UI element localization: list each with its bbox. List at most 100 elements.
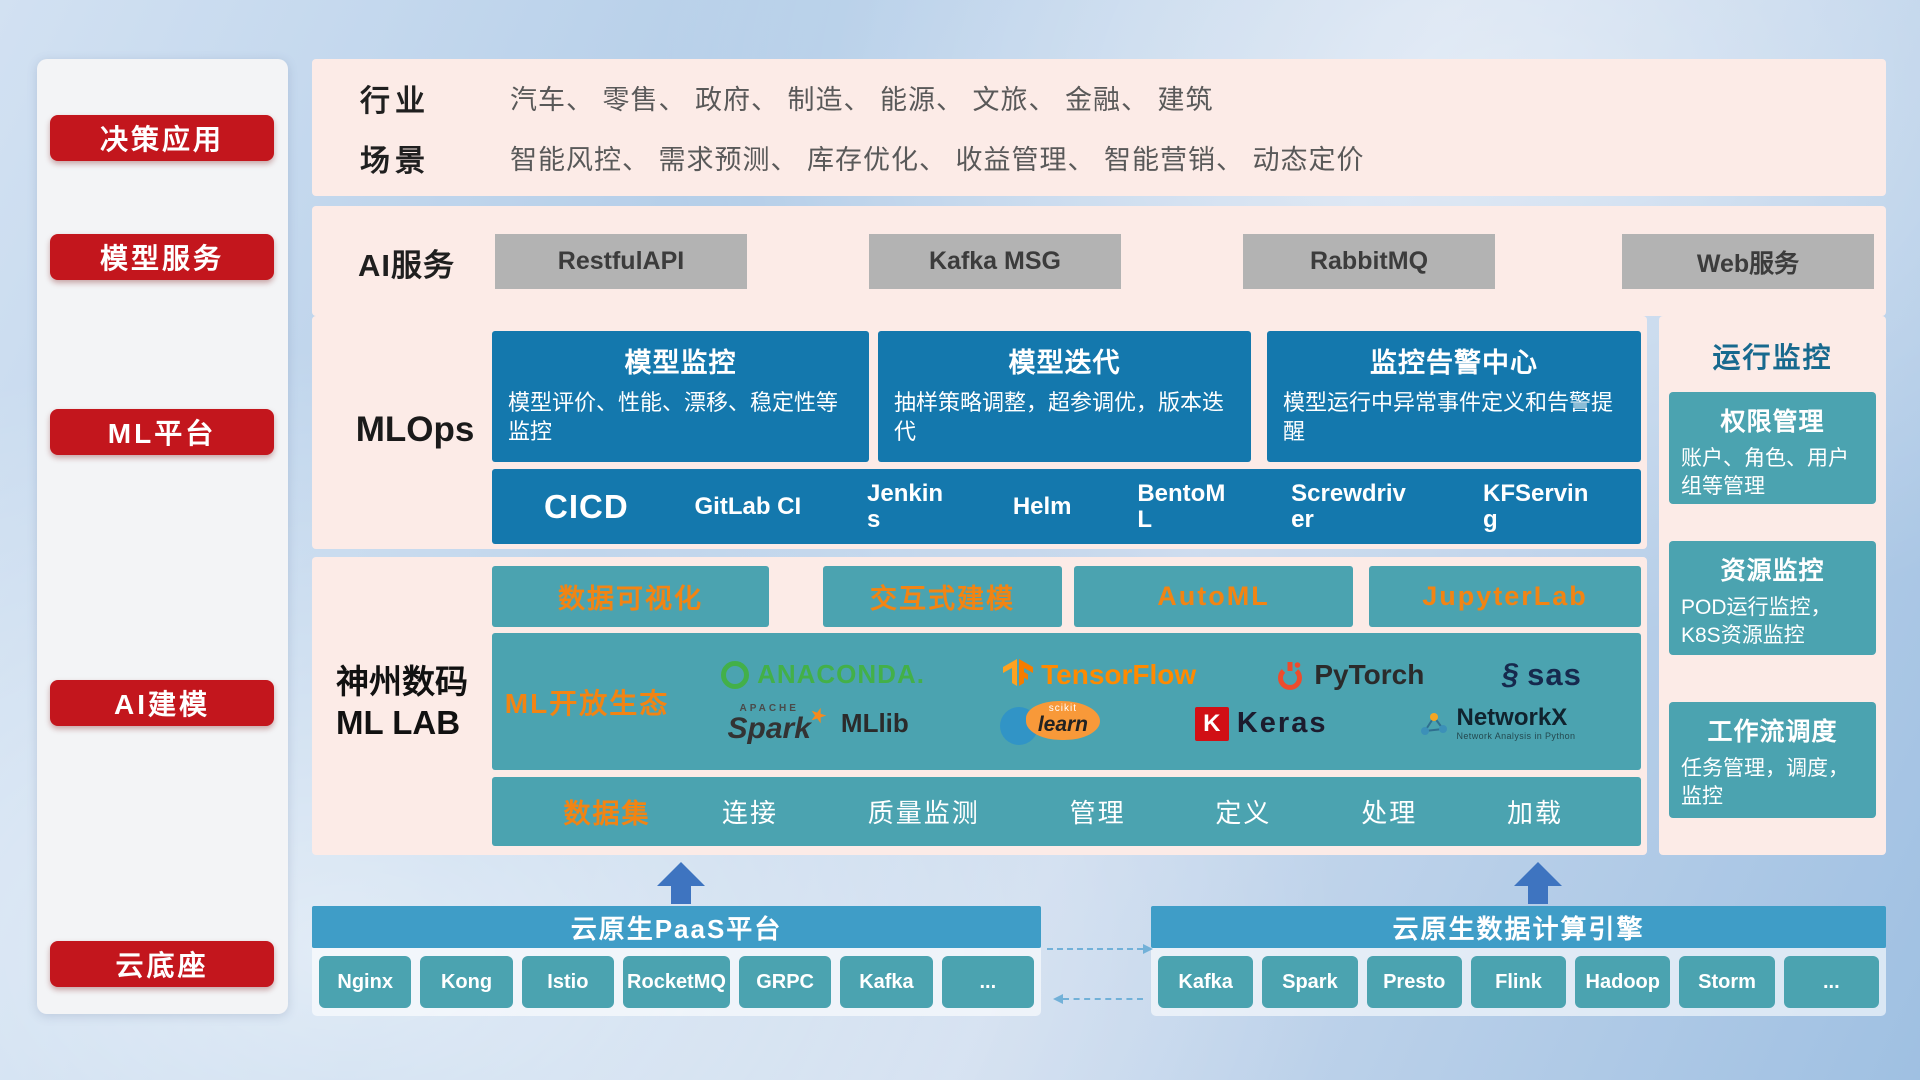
sidebar-item-ai-modeling[interactable]: AI建模: [50, 680, 274, 726]
scikit-learn-icon: scikit learn: [999, 700, 1104, 747]
scikit-text: scikit: [1048, 702, 1078, 714]
cicd-item-gitlab-ci: GitLab CI: [694, 492, 802, 520]
paas-buttons: Nginx Kong Istio RocketMQ GRPC Kafka ...: [312, 948, 1041, 1016]
sas-icon: [1500, 658, 1521, 692]
ai-service-panel: AI服务 RestfulAPI Kafka MSG RabbitMQ Web服务: [312, 206, 1886, 316]
cicd-item-jenkins: Jenkins: [867, 479, 944, 533]
resource-monitor-card: 资源监控 POD运行监控，K8S资源监控: [1669, 541, 1876, 655]
tensorflow-icon: [1003, 659, 1034, 686]
restfulapi-button[interactable]: RestfulAPI: [495, 234, 747, 289]
mllib-text: MLlib: [840, 708, 909, 738]
model-monitor-title: 模型监控: [624, 348, 737, 378]
keras-logo: K Keras: [1194, 706, 1328, 741]
dataset-item-process: 处理: [1361, 798, 1418, 828]
industry-row: 行业 汽车、 零售、 政府、 制造、 能源、 文旅、 金融、 建筑: [360, 76, 1886, 120]
learn-text: learn: [1037, 712, 1089, 736]
up-arrow-icon: [1514, 862, 1562, 906]
presto-button[interactable]: Presto: [1366, 956, 1462, 1008]
dataset-item-define: 定义: [1215, 798, 1272, 828]
workflow-schedule-card: 工作流调度 任务管理，调度，监控: [1669, 702, 1876, 818]
cicd-item-bentoml: BentoML: [1137, 479, 1226, 533]
alert-center-desc: 模型运行中异常事件定义和告警提醒: [1283, 390, 1614, 445]
grpc-button[interactable]: GRPC: [738, 956, 832, 1008]
automl-tool[interactable]: AutoML: [1074, 566, 1353, 627]
networkx-text: NetworkX: [1456, 704, 1568, 732]
workflow-schedule-title: 工作流调度: [1707, 718, 1838, 746]
industry-value: 汽车、 零售、 政府、 制造、 能源、 文旅、 金融、 建筑: [510, 85, 1214, 115]
anaconda-icon: [721, 660, 750, 689]
data-engine-group: 云原生数据计算引擎 Kafka Spark Presto Flink Hadoo…: [1151, 906, 1886, 1016]
anaconda-text: ANACONDA.: [757, 659, 925, 689]
apache-spark-logo: APACHE Spark MLlib: [728, 702, 909, 744]
pytorch-icon: [1278, 661, 1303, 690]
sidebar: 决策应用 模型服务 ML平台 AI建模 云底座: [37, 59, 288, 1014]
sas-logo: sas: [1502, 657, 1581, 693]
run-monitor-panel: 运行监控 权限管理 账户、角色、用户组等管理 资源监控 POD运行监控，K8S资…: [1659, 316, 1886, 855]
logo-row-2: APACHE Spark MLlib scikit learn: [682, 700, 1621, 747]
more-engine-button[interactable]: ...: [1783, 956, 1879, 1008]
nginx-button[interactable]: Nginx: [319, 956, 412, 1008]
dataset-label: 数据集: [563, 799, 651, 829]
sidebar-item-decision-apps[interactable]: 决策应用: [50, 115, 274, 161]
apache-text: APACHE: [739, 702, 799, 714]
dataset-bar: 数据集 连接 质量监测 管理 定义 处理 加载: [492, 777, 1641, 846]
kafka-msg-button[interactable]: Kafka MSG: [869, 234, 1121, 289]
hadoop-button[interactable]: Hadoop: [1575, 956, 1671, 1008]
model-iteration-card: 模型迭代 抽样策略调整，超参调优，版本迭代: [878, 331, 1251, 462]
model-monitor-card: 模型监控 模型评价、性能、漂移、稳定性等监控: [492, 331, 869, 462]
networkx-textwrap: NetworkX Network Analysis in Python: [1456, 704, 1576, 741]
web-service-button[interactable]: Web服务: [1622, 234, 1874, 289]
pytorch-text: PyTorch: [1314, 658, 1425, 690]
jupyterlab-tool[interactable]: JupyterLab: [1369, 566, 1641, 627]
dataset-item-quality: 质量监测: [867, 798, 980, 828]
more-button[interactable]: ...: [941, 956, 1034, 1008]
sidebar-item-ml-platform[interactable]: ML平台: [50, 409, 274, 455]
kafka-engine-button[interactable]: Kafka: [1158, 956, 1254, 1008]
istio-button[interactable]: Istio: [521, 956, 615, 1008]
interactive-modeling-tool[interactable]: 交互式建模: [823, 566, 1062, 627]
paas-platform-group: 云原生PaaS平台 Nginx Kong Istio RocketMQ GRPC…: [312, 906, 1041, 1016]
paas-platform-title: 云原生PaaS平台: [312, 906, 1041, 948]
dataset-item-load: 加载: [1506, 798, 1563, 828]
anaconda-logo: ANACONDA.: [721, 659, 925, 690]
networkx-logo: NetworkX Network Analysis in Python: [1419, 704, 1576, 741]
logo-row-1: ANACONDA. TensorFlow: [682, 657, 1621, 693]
kafka-button[interactable]: Kafka: [840, 956, 933, 1008]
networkx-subtitle: Network Analysis in Python: [1456, 730, 1576, 741]
mllab-panel: 神州数码 ML LAB 数据可视化 交互式建模 AutoML JupyterLa…: [312, 557, 1647, 855]
run-monitor-title: 运行监控: [1712, 342, 1833, 373]
mlops-panel: MLOps 模型监控 模型评价、性能、漂移、稳定性等监控 模型迭代 抽样策略调整…: [312, 316, 1647, 549]
sidebar-item-model-service[interactable]: 模型服务: [50, 234, 274, 280]
flink-button[interactable]: Flink: [1470, 956, 1567, 1008]
scene-row: 场景 智能风控、 需求预测、 库存优化、 收益管理、 智能营销、 动态定价: [360, 136, 1886, 180]
scikit-learn-logo: scikit learn: [999, 700, 1104, 747]
scikit-badge: scikit learn: [1025, 700, 1101, 740]
data-visualization-tool[interactable]: 数据可视化: [492, 566, 769, 627]
spark-wordmark: APACHE Spark: [728, 702, 811, 744]
rabbitmq-button[interactable]: RabbitMQ: [1243, 234, 1495, 289]
tensorflow-logo: TensorFlow: [1003, 658, 1196, 691]
scene-label: 场景: [360, 144, 430, 178]
cicd-bar: CICD GitLab CI Jenkins Helm BentoML Scre…: [492, 469, 1641, 544]
cicd-item-helm: Helm: [1012, 492, 1072, 520]
cicd-item-kfserving: KFServing: [1483, 479, 1589, 533]
spark-button[interactable]: Spark: [1262, 956, 1358, 1008]
mllab-label: 神州数码 ML LAB: [336, 661, 468, 744]
dataset-items: 连接 质量监测 管理 定义 处理 加载: [722, 793, 1641, 830]
storm-button[interactable]: Storm: [1679, 956, 1775, 1008]
spark-text: Spark: [728, 713, 811, 744]
rocketmq-button[interactable]: RocketMQ: [623, 956, 730, 1008]
model-iteration-desc: 抽样策略调整，超参调优，版本迭代: [894, 390, 1225, 445]
scene-value: 智能风控、 需求预测、 库存优化、 收益管理、 智能营销、 动态定价: [510, 145, 1365, 175]
keras-icon: K: [1194, 706, 1229, 741]
data-engine-title: 云原生数据计算引擎: [1151, 906, 1886, 948]
cicd-item-screwdriver: Screwdriver: [1291, 479, 1406, 533]
permission-mgmt-card: 权限管理 账户、角色、用户组等管理: [1669, 392, 1876, 504]
kong-button[interactable]: Kong: [420, 956, 513, 1008]
resource-monitor-title: 资源监控: [1720, 557, 1825, 585]
dashed-arrow-left-icon: [1053, 994, 1143, 1004]
networkx-icon: [1420, 712, 1447, 735]
sidebar-item-cloud-base[interactable]: 云底座: [50, 941, 274, 987]
alert-center-title: 监控告警中心: [1370, 348, 1538, 378]
